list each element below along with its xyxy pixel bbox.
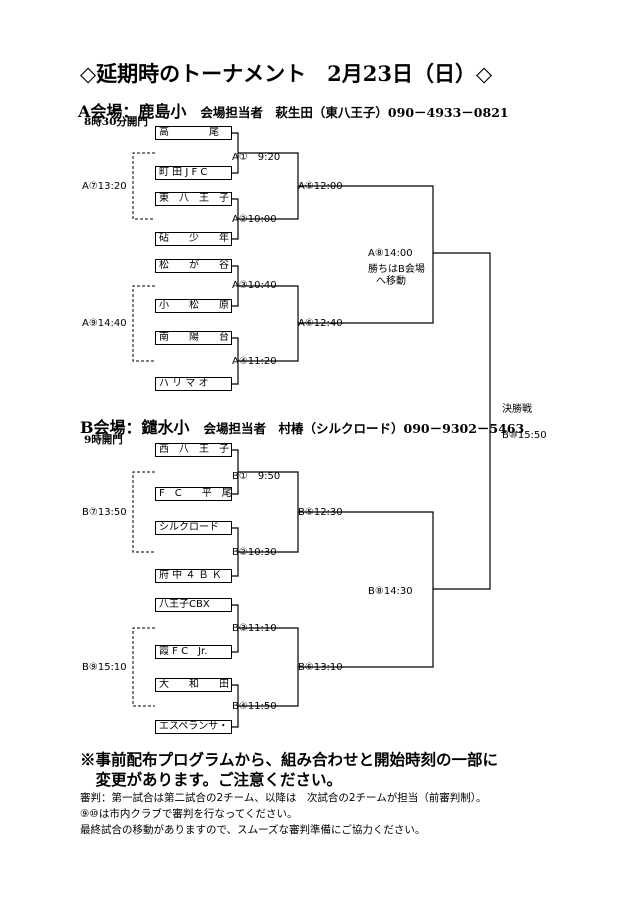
- match-label: A④11:20: [232, 356, 277, 367]
- final-match-label: B⑩15:50: [502, 430, 547, 441]
- team-box: 高 尾: [155, 126, 232, 140]
- team-box: 府 中 ４ Ｂ Ｋ: [155, 569, 232, 583]
- referee-note: 審判：第一試合は第二試合の2チーム、以降は 次試合の2チームが担当（前審判制）。: [80, 792, 487, 804]
- match-label: B⑤12:30: [298, 507, 343, 518]
- venue-a-header: A会場：鹿島小会場担当者 萩生田（東八王子）090－4933－0821: [78, 98, 509, 122]
- match-label: A③10:40: [232, 280, 277, 291]
- team-box: シルクロード: [155, 521, 232, 535]
- match-label: B⑥13:10: [298, 662, 343, 673]
- match-label: A⑨14:40: [82, 318, 127, 329]
- team-box: 大 和 田: [155, 678, 232, 692]
- team-box: 松 が 谷: [155, 259, 232, 273]
- venue-a-open-time: 8時30分開門: [84, 116, 148, 128]
- match-label: B⑦13:50: [82, 507, 127, 518]
- match-label: B③11:10: [232, 623, 277, 634]
- notice-line-2: 変更があります。ご注意ください。: [80, 770, 342, 789]
- match-label: A⑤12:00: [298, 181, 343, 192]
- venue-b-header: B会場：鑓水小会場担当者 村椿（シルクロード）090－9302－5463: [80, 414, 524, 438]
- match-label: B⑨15:10: [82, 662, 127, 673]
- match-label: A⑧14:00: [368, 248, 413, 259]
- team-box: 西 八 王 子: [155, 443, 232, 457]
- final-label: 決勝戦: [502, 404, 532, 415]
- team-box: 東 八 王 子: [155, 192, 232, 206]
- page-title: ◇延期時のトーナメント 2月23日（日）◇: [80, 61, 493, 86]
- semi-note: 勝ちはB会場: [368, 264, 425, 275]
- team-box: 砧 少 年: [155, 232, 232, 246]
- match-label: A②10:00: [232, 214, 277, 225]
- team-box: エスペランサ・ト: [155, 720, 232, 734]
- referee-note: 最終試合の移動がありますので、スムーズな審判準備にご協力ください。: [80, 824, 426, 836]
- team-box: 町 田 J F C: [155, 166, 232, 180]
- team-box: 南 陽 台: [155, 331, 232, 345]
- team-box: 小 松 原: [155, 299, 232, 313]
- team-box: 八王子CBX: [155, 598, 232, 612]
- venue-b-open-time: 9時開門: [84, 434, 123, 446]
- match-label: B① 9:50: [232, 471, 281, 482]
- team-box: ハ リ マ オ: [155, 377, 232, 391]
- team-box: 霞 F C Jr.: [155, 645, 232, 659]
- venue-b-contact: 会場担当者 村椿（シルクロード）090－9302－5463: [203, 421, 525, 436]
- venue-a-name: A会場：鹿島小: [78, 102, 187, 121]
- semi-note: へ移動: [376, 276, 406, 287]
- referee-note: ⑨⑩は市内クラブで審判を行なってください。: [80, 808, 298, 820]
- match-label: B④11:50: [232, 701, 277, 712]
- team-box: F C 平 尾: [155, 487, 232, 501]
- venue-a-contact: 会場担当者 萩生田（東八王子）090－4933－0821: [200, 105, 509, 120]
- match-label: A① 9:20: [232, 152, 281, 163]
- venue-b-name: B会場：鑓水小: [80, 418, 190, 437]
- match-label: B⑧14:30: [368, 586, 413, 597]
- match-label: B②10:30: [232, 547, 277, 558]
- match-label: A⑦13:20: [82, 181, 127, 192]
- match-label: A⑥12:40: [298, 318, 343, 329]
- notice-line-1: ※事前配布プログラムから、組み合わせと開始時刻の一部に: [80, 750, 499, 769]
